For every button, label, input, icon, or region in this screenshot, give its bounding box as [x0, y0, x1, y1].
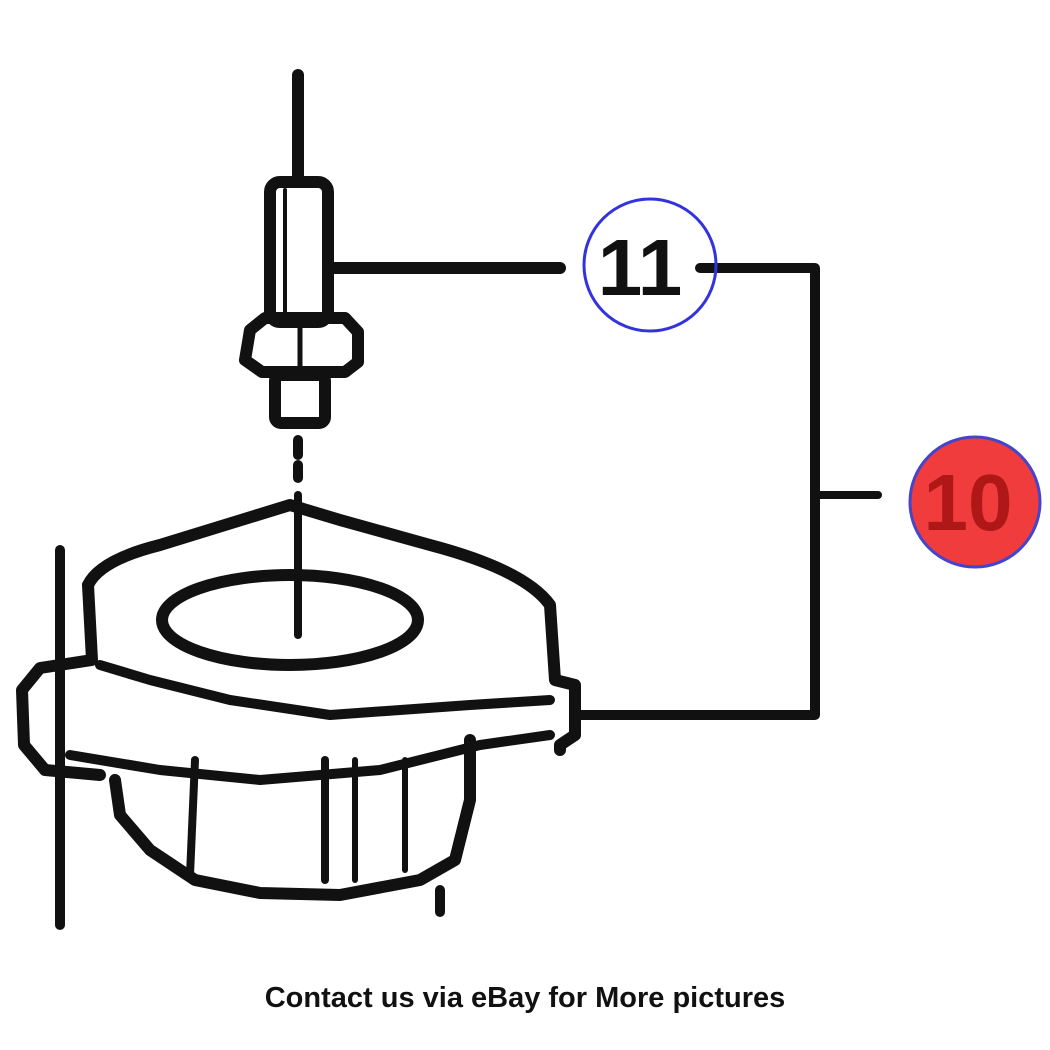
leader-lines — [324, 262, 882, 720]
callout-11-label: 11 — [598, 223, 683, 312]
stud-bolt — [239, 69, 364, 639]
callout-10-label: 10 — [924, 458, 1013, 547]
parts-diagram: 11 10 — [16, 69, 1042, 930]
callout-10: 10 — [908, 435, 1042, 569]
callout-11: 11 — [582, 197, 718, 333]
caption-text: Contact us via eBay for More pictures — [264, 982, 786, 1014]
housing — [16, 499, 581, 930]
